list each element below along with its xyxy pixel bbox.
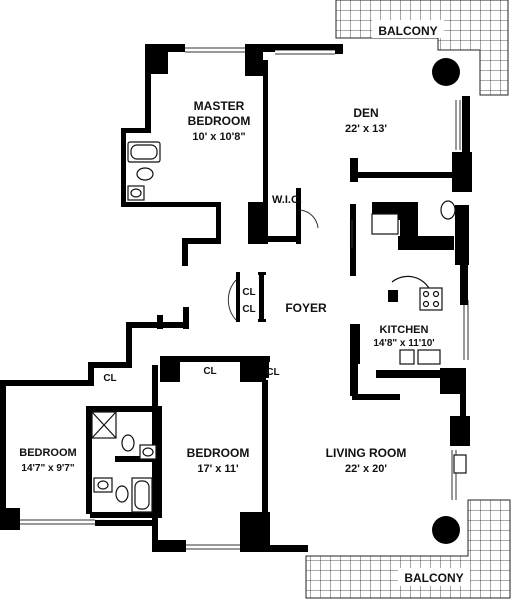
bedroom-left-label: BEDROOM (19, 447, 76, 459)
column-top (432, 58, 460, 86)
den-dimensions: 22' x 13' (345, 123, 387, 135)
master-bedroom-label-2: BEDROOM (188, 114, 251, 128)
balcony-top-label: BALCONY (378, 24, 437, 38)
kitchen-label: KITCHEN (380, 324, 429, 336)
bedroom-center-label: BEDROOM (187, 446, 250, 460)
foyer-label: FOYER (285, 301, 327, 315)
bedroom-left-dimensions: 14'7" x 9'7" (21, 463, 74, 474)
column-bottom (432, 516, 460, 544)
den-label: DEN (353, 106, 378, 120)
foyer-closet-label-2: CL (242, 304, 255, 315)
foyer-closet-label-1: CL (242, 287, 255, 298)
master-bedroom-dimensions: 10' x 10'8" (192, 131, 245, 143)
master-bedroom-label: MASTER (194, 99, 245, 113)
balcony-top (335, 0, 509, 96)
room-labels: BALCONY BALCONY MASTER BEDROOM 10' x 10'… (19, 24, 463, 585)
living-room-dimensions: 22' x 20' (345, 463, 387, 475)
window-lines (20, 47, 469, 550)
living-room-label: LIVING ROOM (326, 446, 407, 460)
fixtures (91, 141, 467, 513)
door-swings (227, 209, 353, 321)
kitchen-dimensions: 14'8" x 11'10' (373, 338, 434, 349)
walls (0, 44, 472, 552)
balcony-bottom (305, 499, 511, 599)
wic-label: W.I.C. (272, 194, 302, 206)
closet-right-label: CL (266, 367, 279, 378)
closet-left-label: CL (103, 373, 116, 384)
bedroom-center-dimensions: 17' x 11' (197, 463, 239, 475)
balcony-bottom-label: BALCONY (404, 571, 463, 585)
closet-center-label: CL (203, 366, 216, 377)
